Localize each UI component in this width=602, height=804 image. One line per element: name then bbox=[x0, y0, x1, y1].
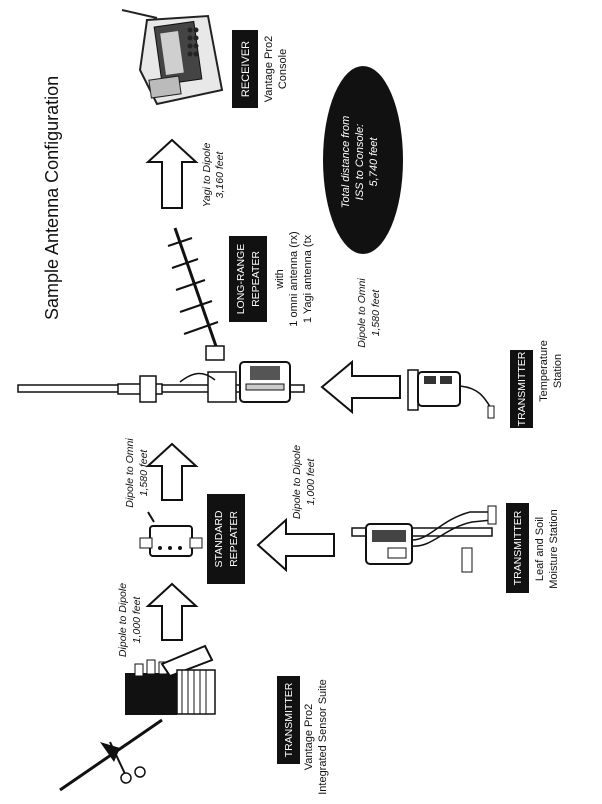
leaf-soil-station-image bbox=[351, 505, 497, 573]
iss-line2: Integrated Sensor Suite bbox=[317, 679, 329, 795]
leaf-soil-line1: Leaf and Soil bbox=[534, 517, 546, 581]
omni-antenna-image bbox=[117, 375, 163, 403]
receiver-line1: Vantage Pro2 bbox=[263, 36, 275, 102]
standard-repeater-badge: STANDARD REPEATER bbox=[207, 494, 245, 584]
temp-station-line2: Station bbox=[552, 354, 564, 388]
std-to-omni-line1: Dipole to Omni bbox=[124, 438, 136, 508]
long-range-repeater-box bbox=[179, 361, 291, 403]
receiver-badge-text: RECEIVER bbox=[240, 41, 252, 97]
leaf-soil-badge: TRANSMITTER bbox=[506, 503, 529, 593]
diagram-title: Sample Antenna Configuration bbox=[42, 76, 62, 320]
temp-station-line1: Temperature bbox=[538, 340, 550, 402]
arrow-temp-to-repeater bbox=[320, 359, 401, 415]
receiver-line2: Console bbox=[277, 49, 289, 89]
yagi-dipole-line2: 3,160 feet bbox=[214, 151, 226, 199]
total-distance-line1: Total distance from bbox=[340, 116, 352, 209]
iss-badge: TRANSMITTER bbox=[277, 676, 300, 764]
iss-badge-text: TRANSMITTER bbox=[283, 682, 295, 757]
arrow-yagi-to-receiver bbox=[145, 138, 199, 209]
temp-station-badge-text: TRANSMITTER bbox=[516, 351, 528, 426]
standard-badge-line2: REPEATER bbox=[228, 511, 240, 567]
std-to-omni-line2: 1,580 feet bbox=[138, 449, 150, 497]
long-range-repeater-badge: LONG-RANGE REPEATER bbox=[229, 236, 267, 322]
arrow-leaf-to-std bbox=[256, 517, 335, 573]
iss-line1: Vantage Pro2 bbox=[303, 704, 315, 770]
long-range-line3: 1 Yagi antenna (tx bbox=[302, 234, 314, 323]
leaf-to-std-line1: Dipole to Dipole bbox=[291, 445, 303, 519]
yagi-dipole-line1: Yagi to Dipole bbox=[201, 143, 213, 208]
arrow-std-to-omni bbox=[145, 442, 199, 501]
leaf-soil-line2: Moisture Station bbox=[548, 509, 560, 588]
leaf-to-std-line2: 1,000 feet bbox=[305, 458, 317, 506]
total-distance-line2: ISS to Console: bbox=[354, 124, 366, 200]
receiver-badge: RECEIVER bbox=[232, 30, 258, 108]
total-distance-callout: Total distance from ISS to Console: 5,74… bbox=[323, 66, 403, 254]
vantage-pro2-console-image bbox=[121, 9, 224, 106]
temp-to-omni-line2: 1,580 feet bbox=[370, 289, 382, 337]
temp-station-badge: TRANSMITTER bbox=[510, 350, 533, 428]
long-range-badge-line1: LONG-RANGE bbox=[235, 244, 247, 315]
standard-repeater-image bbox=[139, 511, 203, 557]
yagi-antenna-image bbox=[167, 227, 225, 361]
long-range-line1: with bbox=[274, 269, 286, 290]
standard-badge-line1: STANDARD bbox=[213, 510, 225, 567]
leaf-soil-badge-text: TRANSMITTER bbox=[512, 510, 524, 585]
long-range-badge-line2: REPEATER bbox=[250, 251, 262, 307]
long-range-line2: 1 omni antenna (rx) bbox=[288, 231, 300, 326]
iss-to-std-line2: 1,000 feet bbox=[131, 596, 143, 644]
iss-to-std-line1: Dipole to Dipole bbox=[117, 583, 129, 657]
arrow-iss-to-std bbox=[145, 582, 199, 641]
integrated-sensor-suite-image bbox=[59, 644, 216, 792]
total-distance-line3: 5,740 feet bbox=[368, 137, 380, 187]
temp-to-omni-line1: Dipole to Omni bbox=[356, 278, 368, 348]
temperature-station-image bbox=[407, 369, 495, 419]
